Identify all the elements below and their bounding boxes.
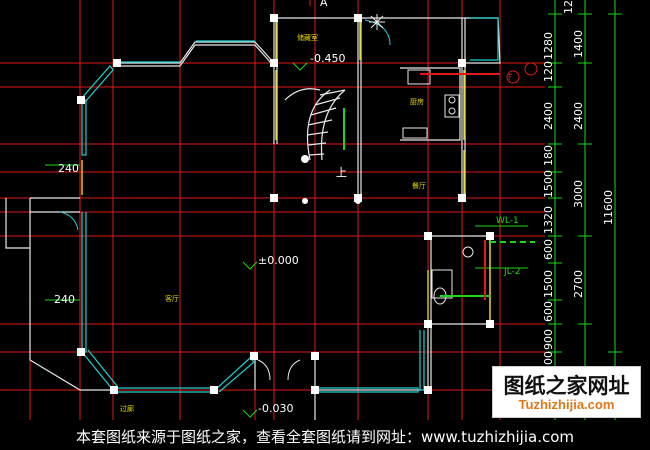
dimension-lines [45,0,622,420]
header-letter: A [320,0,328,9]
dim-label: 2400 [542,102,555,130]
room-labels: 储藏室 厨房 餐厅 客厅 过廊 上 [120,33,426,413]
room-label-kitchen: 厨房 [410,97,424,106]
staircase [284,88,346,161]
dimension-labels: 1280 120 2400 180 1500 1320 600 1500 600… [54,0,615,372]
watermark-box: 图纸之家网址 Tuzhizhijia.com [492,366,641,418]
fixtures [402,62,538,305]
marker-label: F [508,73,513,82]
dim-label: 240 [54,293,75,306]
dim-label: 1280 [542,32,555,60]
dim-label: 1500 [542,270,555,298]
stair-label: 上 [336,166,347,179]
doors [59,19,491,381]
dim-label: 1400 [572,30,585,58]
dim-label: 600 [542,239,555,260]
level-label: -0.450 [310,52,345,65]
level-label: ±0.000 [258,254,299,267]
dim-label: 240 [58,162,79,175]
dim-label: 180 [542,145,555,166]
dim-label: 12 [562,0,575,14]
dim-label: 120 [542,61,555,82]
dim-label: 2400 [572,102,585,130]
room-label-storage: 储藏室 [297,33,318,42]
pipe-tag: WL-1 [496,216,519,226]
dim-label: 2700 [572,270,585,298]
columns [77,14,494,394]
dim-label: 600 [542,301,555,322]
level-labels: -0.450 ±0.000 -0.030 [258,52,345,415]
level-label: -0.030 [258,402,293,415]
room-label-living: 客厅 [165,294,179,303]
dim-label: 900 [542,329,555,350]
footer-caption: 本套图纸来源于图纸之家，查看全套图纸请到网址：www.tuzhizhijia.c… [75,428,574,446]
pipe-tags: WL-1 JL-2 F [496,73,520,277]
watermark-title: 图纸之家网址 [503,374,630,398]
room-label-corridor: 过廊 [120,404,134,413]
dim-label: 3000 [572,180,585,208]
watermark-url: Tuzhizhijia.com [518,397,615,412]
dim-label: 11600 [602,190,615,225]
pipe-tag: JL-2 [503,267,520,277]
dim-label: 1320 [542,206,555,234]
dim-label: 1500 [542,170,555,198]
room-label-dining: 餐厅 [412,181,426,190]
level-markers [242,14,385,418]
